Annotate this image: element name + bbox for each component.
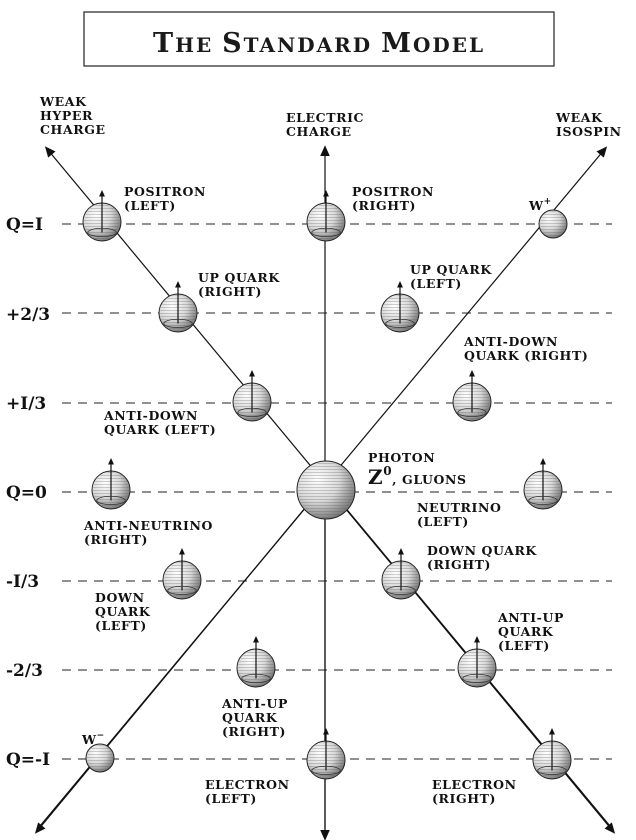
neutrino-left-label: NEUTRINO(LEFT)	[417, 500, 502, 529]
w-minus-sphere	[85, 743, 115, 773]
particles	[82, 190, 572, 780]
photon-label: PHOTON	[368, 450, 435, 465]
neutrino-left-sphere	[523, 458, 563, 510]
down-quark-left-sphere	[162, 548, 202, 600]
down-quark-right-label: DOWN QUARK(RIGHT)	[427, 543, 537, 572]
electron-right-label: ELECTRON(RIGHT)	[432, 777, 517, 806]
positron-left-sphere	[82, 190, 122, 242]
page-title: THE STANDARD MODEL	[153, 28, 485, 59]
charge-label-q0: Q=0	[6, 483, 47, 503]
w-plus-label: W+	[528, 197, 552, 213]
photon-z0-gluon-sphere	[296, 460, 356, 520]
charge-label-minus-one-third: -I/3	[6, 572, 39, 592]
positron-left-label: POSITRON(LEFT)	[124, 184, 206, 213]
down-quark-right-sphere	[381, 548, 421, 600]
charge-level-labels: Q=I +2/3 +I/3 Q=0 -I/3 -2/3 Q=-I	[6, 215, 50, 770]
spin-orbit	[167, 585, 197, 596]
up-quark-right-label: UP QUARK(RIGHT)	[198, 270, 280, 299]
charge-label-plus-two-thirds: +2/3	[6, 305, 50, 325]
electron-left-sphere	[306, 728, 346, 780]
spin-orbit	[87, 227, 117, 238]
anti-down-quark-right-sphere	[452, 370, 492, 422]
charge-label-plus-one-third: +I/3	[6, 394, 46, 414]
weak-isospin-axis-tail	[34, 489, 321, 834]
charge-label-q1: Q=I	[6, 215, 43, 235]
up-quark-right-sphere	[158, 281, 198, 333]
w-minus-label: W−	[81, 731, 105, 747]
spin-orbit	[241, 673, 271, 684]
w-plus-sphere	[538, 209, 568, 239]
spin-orbit	[537, 765, 567, 776]
charge-label-minus-two-thirds: -2/3	[6, 661, 43, 681]
anti-neutrino-right-sphere	[91, 458, 131, 510]
up-quark-left-sphere	[380, 281, 420, 333]
positron-right-label: POSITRON(RIGHT)	[352, 184, 434, 213]
electron-left-label: ELECTRON(LEFT)	[205, 777, 290, 806]
anti-neutrino-right-label: ANTI-NEUTRINO(RIGHT)	[83, 518, 213, 547]
spin-orbit	[311, 765, 341, 776]
z0-gluons-label: Z0, GLUONS	[368, 464, 467, 489]
spin-orbit	[528, 495, 558, 506]
positron-right-sphere	[306, 190, 346, 242]
anti-down-quark-left-sphere	[232, 370, 272, 422]
spin-orbit	[457, 407, 487, 418]
spin-orbit	[163, 318, 193, 329]
spin-orbit	[385, 318, 415, 329]
up-quark-left-label: UP QUARK(LEFT)	[410, 262, 492, 291]
anti-up-quark-right-sphere	[236, 636, 276, 688]
title-box: THE STANDARD MODEL	[83, 11, 555, 67]
spin-orbit	[386, 585, 416, 596]
particle-labels: POSITRON(LEFT) POSITRON(RIGHT) W+ UP QUA…	[81, 184, 588, 806]
charge-label-q-minus1: Q=-I	[6, 750, 50, 770]
anti-up-quark-left-sphere	[457, 636, 497, 688]
spin-orbit	[237, 407, 267, 418]
spin-orbit	[462, 673, 492, 684]
electron-right-sphere	[532, 728, 572, 780]
spin-orbit	[96, 495, 126, 506]
spin-orbit	[311, 227, 341, 238]
